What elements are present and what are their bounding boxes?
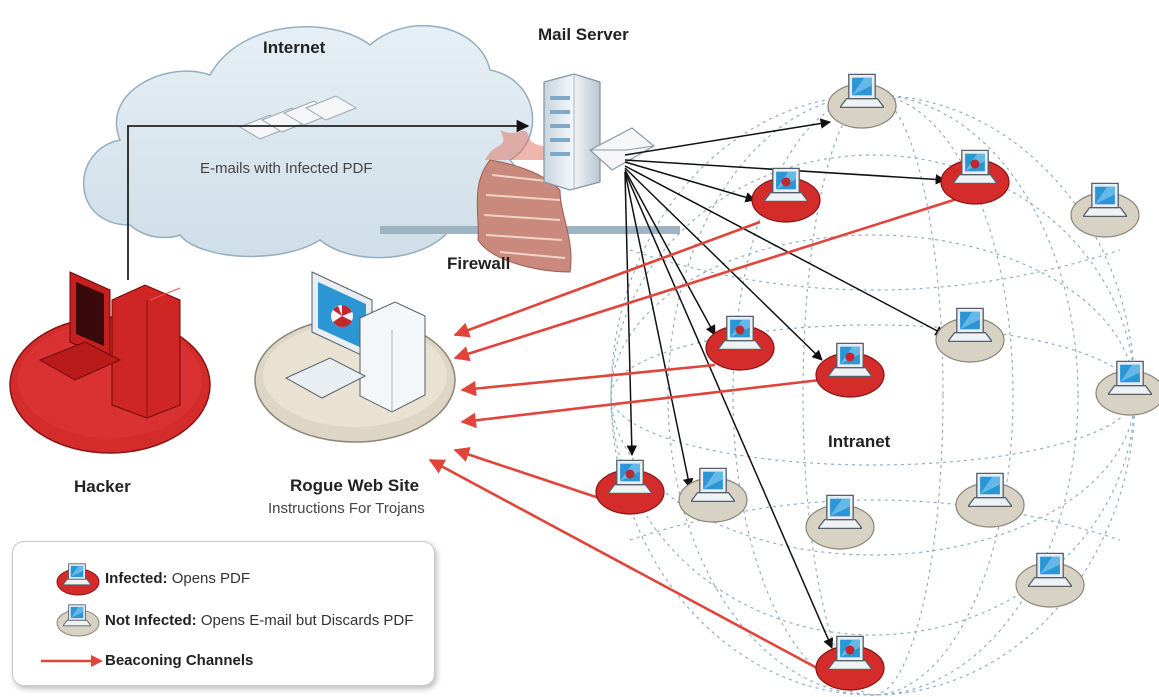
hacker-to-mailserver-line (127, 119, 530, 280)
rogue-site-title: Rogue Web Site (290, 476, 420, 495)
biohazard-icon (845, 352, 855, 362)
legend-beacon-bold: Beaconing Channels (105, 652, 254, 669)
intranet-nodes (595, 73, 1159, 691)
hacker-label: Hacker (74, 477, 131, 496)
legend-not-infected: Not Infected: Opens E-mail but Discards … (105, 612, 413, 629)
emails-label: E-mails with Infected PDF (200, 160, 373, 177)
legend-beacon: Beaconing Channels (105, 652, 253, 669)
mail-envelope-icon (588, 127, 656, 171)
not-infected-node (1095, 360, 1159, 416)
legend-infected-bold: Infected: (105, 570, 168, 587)
mail-server-label: Mail Server (538, 25, 629, 44)
infected-node (705, 315, 775, 371)
not-infected-node (955, 472, 1025, 528)
not-infected-node (1070, 182, 1140, 238)
infected-node (595, 459, 665, 515)
legend-infected-text: Opens PDF (171, 570, 251, 587)
biohazard-icon (735, 325, 745, 335)
not-infected-node (678, 467, 748, 523)
rogue-web-site-icon (254, 271, 456, 443)
biohazard-icon (625, 469, 635, 479)
not-infected-node (935, 307, 1005, 363)
firewall-icon (476, 130, 572, 273)
intranet-label: Intranet (828, 432, 891, 451)
legend-not-infected-bold: Not Infected: (105, 612, 197, 629)
firewall-label: Firewall (447, 254, 511, 273)
hacker-computer-icon (9, 271, 211, 454)
mail-server-icon (543, 73, 601, 191)
biohazard-icon (845, 645, 855, 655)
not-infected-node (1015, 552, 1085, 608)
legend: Infected: Opens PDF Not Infected: Opens … (12, 541, 435, 686)
internet-label: Internet (263, 38, 326, 57)
infected-node (815, 635, 885, 691)
rogue-site-subtitle: Instructions For Trojans (268, 500, 425, 517)
legend-icons (41, 563, 103, 667)
not-infected-node (805, 494, 875, 550)
biohazard-icon (970, 159, 980, 169)
legend-infected-icon (56, 563, 100, 596)
legend-not-infected-text: Opens E-mail but Discards PDF (200, 612, 414, 629)
infected-node (940, 149, 1010, 205)
beaconing-channel-arrows (428, 196, 961, 677)
biohazard-icon (781, 177, 791, 187)
legend-not-infected-icon (56, 604, 100, 637)
infected-node (815, 342, 885, 398)
legend-beacon-arrow-icon (41, 655, 103, 667)
not-infected-node (827, 73, 897, 129)
infected-node (751, 167, 821, 223)
legend-infected: Infected: Opens PDF (105, 570, 250, 587)
internet-cloud (83, 24, 534, 259)
